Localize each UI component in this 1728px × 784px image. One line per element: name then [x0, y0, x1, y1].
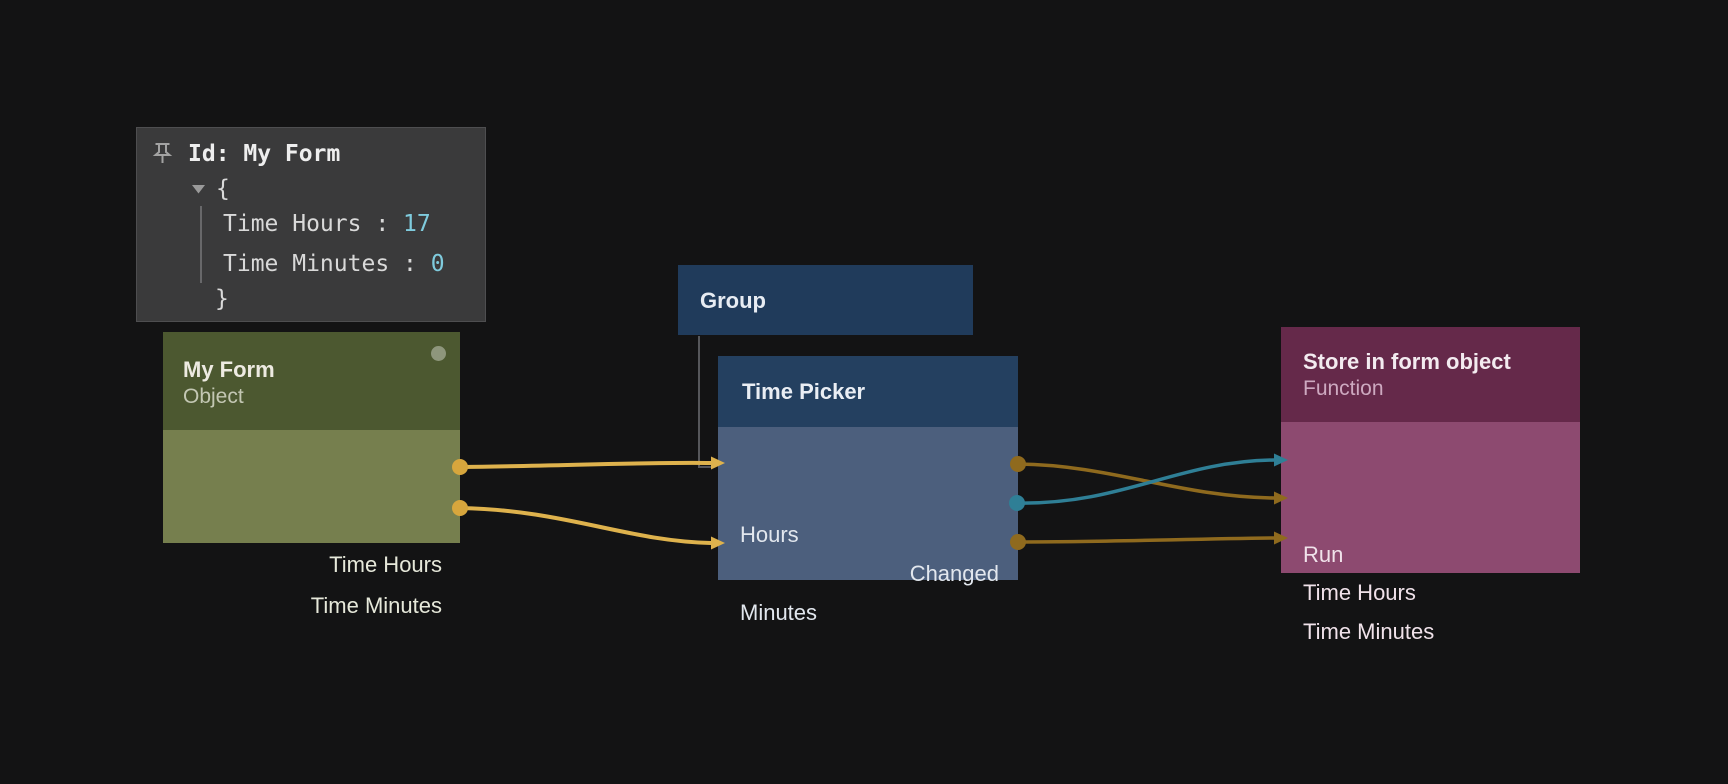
field-label: Time Hours [223, 211, 362, 237]
inspector-title-row: Id: My Form [152, 140, 340, 168]
group-title: Group [700, 287, 766, 313]
tree-guide-line [200, 206, 202, 283]
object-field: Time Minutes : 0 [223, 251, 445, 277]
object-field: Time Hours : 17 [223, 211, 431, 237]
wire-time-hours-to-hours[interactable] [458, 456, 725, 470]
node-time-picker[interactable]: Time Picker Hours Changed Minutes [718, 356, 1018, 625]
field-label: Time Minutes [223, 251, 390, 277]
node-subtitle: Function [1303, 377, 1384, 400]
node-subtitle: Object [183, 385, 244, 408]
store-body: Run Time Hours Time Minutes [1281, 422, 1580, 644]
node-title: My Form [183, 357, 275, 382]
expander-icon[interactable] [192, 184, 205, 194]
my-form-header[interactable]: My Form Object [163, 332, 460, 430]
store-header[interactable]: Store in form object Function [1281, 327, 1580, 422]
input-label-time-minutes: Time Minutes [1303, 619, 1435, 644]
time-picker-header[interactable]: Time Picker [718, 356, 1018, 427]
field-value: 17 [403, 211, 431, 237]
wire-time-minutes-to-minutes[interactable] [458, 506, 725, 550]
input-label-hours: Hours [740, 522, 799, 547]
output-label-changed: Changed [909, 561, 999, 586]
node-title: Store in form object [1303, 349, 1511, 374]
node-title: Time Picker [742, 379, 866, 404]
input-label-run: Run [1303, 542, 1344, 567]
output-label-time-minutes: Time Minutes [310, 593, 442, 618]
input-label-time-hours: Time Hours [1303, 580, 1416, 605]
field-separator: : [389, 251, 431, 277]
my-form-body: Time Hours Time Minutes [163, 430, 460, 618]
node-store-in-form-object[interactable]: Store in form object Function Run Time H… [1281, 327, 1580, 644]
time-picker-body: Hours Changed Minutes [718, 427, 1018, 625]
field-value: 0 [430, 251, 445, 277]
field-separator: : [361, 211, 404, 237]
node-my-form[interactable]: My Form Object Time Hours Time Minutes [163, 332, 460, 618]
input-label-minutes: Minutes [740, 600, 818, 625]
pin-icon[interactable] [152, 142, 173, 166]
inspector-panel[interactable]: Id: My Form { Time Hours : 17 Time Minut… [136, 127, 486, 322]
wire-hours-to-time-hours[interactable] [1016, 462, 1288, 505]
group-link-line [698, 336, 713, 468]
close-brace: } [215, 286, 229, 312]
wire-minutes-to-time-minutes[interactable] [1016, 531, 1288, 545]
inspector-title: Id: My Form [188, 141, 341, 167]
open-brace: { [216, 176, 230, 202]
status-dot [431, 346, 446, 361]
output-label-time-hours: Time Hours [329, 552, 442, 577]
node-group[interactable]: Group [678, 265, 973, 335]
wire-changed-to-run[interactable] [1015, 453, 1288, 505]
